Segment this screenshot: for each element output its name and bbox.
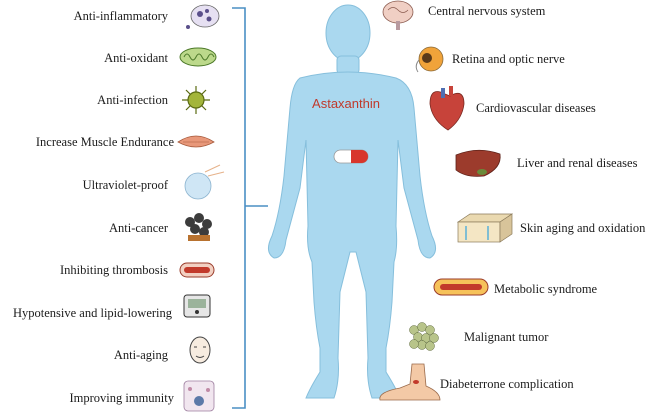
right-target-label: Malignant tumor	[464, 330, 549, 344]
tumor-cluster-icon	[185, 213, 212, 241]
right-target-label: Liver and renal diseases	[517, 156, 638, 170]
astaxanthin-label: Astaxanthin	[312, 96, 380, 111]
right-target-label: Cardiovascular diseases	[476, 101, 596, 115]
eye-icon	[415, 46, 444, 73]
left-effect-label: Ultraviolet-proof	[82, 178, 168, 192]
skin-layer-icon	[456, 213, 514, 243]
right-target-label: Skin aging and oxidation	[520, 221, 646, 235]
tumor-icon	[409, 322, 439, 351]
right-target-label: Diabeterrone complication	[440, 377, 574, 391]
blood-pressure-monitor-icon	[183, 294, 211, 318]
virus-icon	[182, 86, 210, 114]
immune-cell-icon	[183, 380, 215, 412]
muscle-icon	[177, 135, 215, 148]
mitochondria-icon	[179, 47, 217, 67]
left-effect-label: Inhibiting thrombosis	[60, 263, 168, 277]
left-effect-label: Increase Muscle Endurance	[35, 135, 174, 149]
foot-icon	[379, 363, 441, 401]
human-body	[268, 4, 436, 399]
left-effect-label: Anti-infection	[97, 93, 168, 107]
artery-plaque-icon	[433, 278, 489, 296]
left-effect-label: Anti-aging	[113, 348, 168, 362]
right-target-label: Retina and optic nerve	[452, 52, 565, 66]
left-effect-label: Improving immunity	[69, 391, 174, 405]
cell-icon	[186, 4, 220, 29]
blood-vessel-icon	[179, 262, 215, 278]
capsule-icon	[333, 149, 369, 164]
left-effect-label: Hypotensive and lipid-lowering	[13, 306, 172, 320]
elderly-face-icon	[189, 336, 211, 364]
right-target-label: Central nervous system	[428, 4, 546, 18]
right-target-label: Metabolic syndrome	[494, 282, 598, 296]
left-effect-label: Anti-oxidant	[104, 51, 168, 65]
brain-icon	[382, 0, 414, 30]
left-effect-label: Anti-inflammatory	[73, 9, 168, 23]
left-bracket	[232, 7, 268, 409]
liver-icon	[455, 149, 501, 177]
left-effect-label: Anti-cancer	[109, 221, 168, 235]
uv-ball-icon	[184, 164, 225, 200]
heart-icon	[429, 86, 465, 131]
